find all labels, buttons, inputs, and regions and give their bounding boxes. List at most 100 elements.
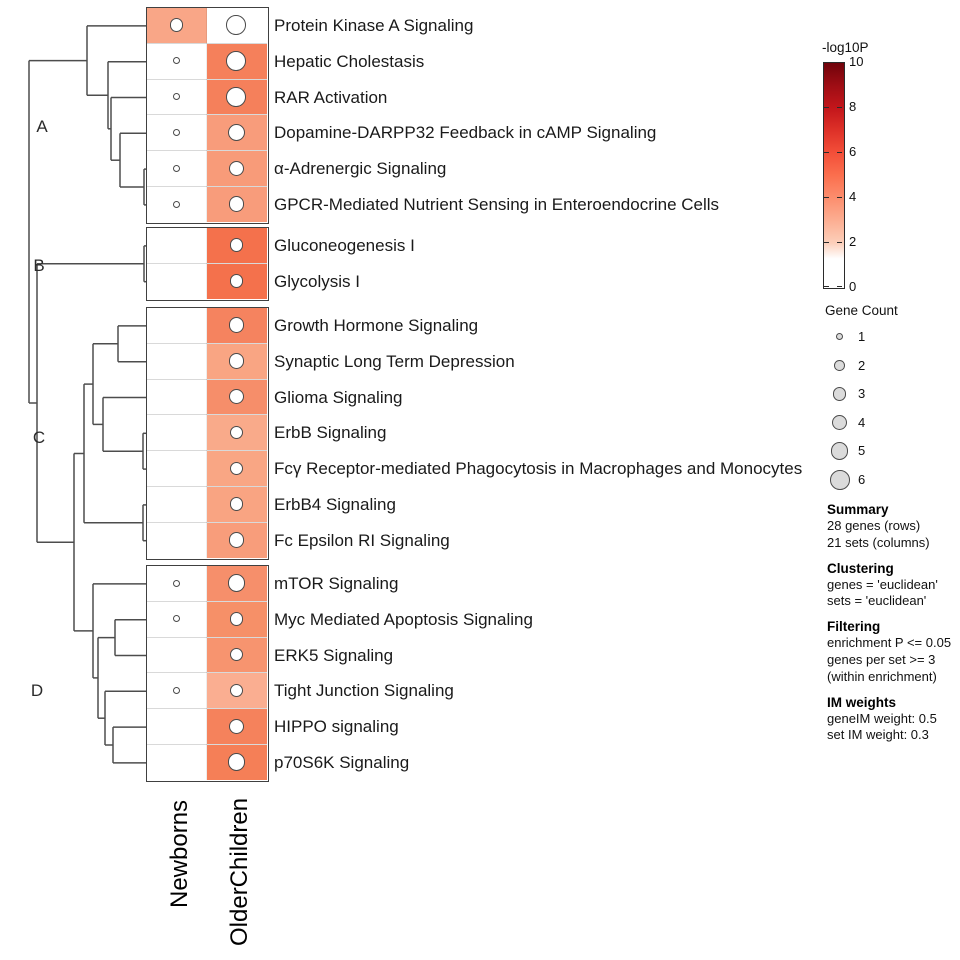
colorbar-tick xyxy=(837,107,842,108)
row-label: Hepatic Cholestasis xyxy=(274,51,425,71)
colorbar-tick-label: 6 xyxy=(849,144,857,159)
colorbar-tick xyxy=(824,62,829,63)
row-separator xyxy=(146,636,267,638)
gene-count-dot xyxy=(172,579,180,587)
row-separator xyxy=(146,521,267,523)
gene-count-dot xyxy=(226,15,247,35)
row-separator xyxy=(146,42,267,44)
caption-line: 21 sets (columns) xyxy=(827,534,930,550)
gene-count-legend-label: 1 xyxy=(858,329,866,344)
row-separator xyxy=(146,378,267,380)
gene-count-legend-label: 3 xyxy=(858,386,866,402)
colorbar-tick xyxy=(824,152,829,153)
caption-title-clustering: Clustering xyxy=(827,560,894,576)
column-separator xyxy=(206,565,207,781)
gene-count-dot xyxy=(172,164,180,172)
gene-count-dot xyxy=(226,51,247,71)
heatmap-cell-newborns xyxy=(146,450,207,487)
caption-line: (within enrichment) xyxy=(827,668,937,684)
gene-count-legend-label: 5 xyxy=(858,443,866,459)
row-separator xyxy=(146,114,267,116)
gene-count-dot xyxy=(229,648,243,662)
row-label: HIPPO signaling xyxy=(274,717,399,737)
heatmap-block-a xyxy=(145,6,269,225)
gene-count-dot xyxy=(229,238,243,252)
gene-count-legend-dot xyxy=(829,469,850,490)
gene-count-dot xyxy=(228,718,244,734)
row-separator xyxy=(146,186,267,187)
heatmap-cell-newborns xyxy=(146,522,207,559)
cluster-label-c: C xyxy=(33,428,45,447)
heatmap-block-b xyxy=(145,226,269,302)
row-label: Gluconeogenesis I xyxy=(274,236,415,255)
colorbar-tick-label: 2 xyxy=(849,234,857,249)
gene-count-dot xyxy=(229,461,243,475)
row-separator xyxy=(146,78,267,80)
row-label: mTOR Signaling xyxy=(274,574,399,593)
gene-count-dot xyxy=(229,425,243,440)
colorbar-tick xyxy=(824,286,829,287)
column-separator xyxy=(206,227,207,300)
caption-line: geneIM weight: 0.5 xyxy=(827,710,937,726)
colorbar-tick xyxy=(824,107,829,108)
row-label: Dopamine-DARPP32 Feedback in cAMP Signal… xyxy=(274,123,657,143)
row-separator xyxy=(146,744,267,745)
row-separator xyxy=(146,672,267,674)
row-separator xyxy=(146,450,267,452)
gene-count-legend-label: 6 xyxy=(858,472,866,487)
gene-count-dot xyxy=(229,274,243,288)
column-label-newborns: Newborns xyxy=(166,799,193,908)
caption-line: sets = 'euclidean' xyxy=(827,593,927,609)
row-separator xyxy=(146,600,267,602)
gene-count-dot xyxy=(172,57,180,65)
row-separator xyxy=(146,708,267,710)
gene-count-dot xyxy=(172,615,180,623)
caption-line: genes = 'euclidean' xyxy=(827,576,938,592)
gene-count-legend-label: 2 xyxy=(858,357,866,373)
caption-title-summary: Summary xyxy=(827,502,889,517)
colorbar-tick xyxy=(837,242,842,243)
gene-count-dot xyxy=(227,574,245,592)
row-label: Tight Junction Signaling xyxy=(274,681,454,701)
gene-count-dot xyxy=(229,683,243,698)
column-separator xyxy=(206,7,207,223)
gene-count-legend-dot xyxy=(831,442,849,460)
gene-count-dot xyxy=(169,18,183,32)
gene-count-legend-label: 4 xyxy=(858,414,866,430)
row-label: ErbB Signaling xyxy=(274,423,387,443)
row-separator xyxy=(146,150,267,152)
row-label: Glioma Signaling xyxy=(274,387,403,407)
caption-line: enrichment P <= 0.05 xyxy=(827,635,952,651)
colorbar-tick xyxy=(837,286,842,287)
row-label: ERK5 Signaling xyxy=(274,645,394,665)
gene-count-dot xyxy=(229,612,243,626)
cluster-label-d: D xyxy=(31,681,43,700)
row-label: RAR Activation xyxy=(274,87,388,107)
gene-count-dot xyxy=(172,687,180,694)
colorbar xyxy=(823,62,845,289)
gene-count-legend-title: Gene Count xyxy=(825,303,898,318)
colorbar-tick xyxy=(837,152,842,153)
heatmap-cell-newborns xyxy=(146,486,207,523)
gene-count-dot xyxy=(228,196,244,212)
gene-count-dot xyxy=(228,353,244,369)
caption-title-im-weights: IM weights xyxy=(827,694,897,710)
row-label: Fc Epsilon RI Signaling xyxy=(274,530,450,550)
row-separator xyxy=(146,342,267,344)
row-label: α-Adrenergic Signaling xyxy=(274,159,447,179)
colorbar-tick-label: 0 xyxy=(849,279,857,294)
heatmap-block-d xyxy=(145,564,269,783)
row-label: ErbB4 Signaling xyxy=(274,495,396,514)
caption-line: 28 genes (rows) xyxy=(827,518,921,533)
row-label: Synaptic Long Term Depression xyxy=(274,351,515,371)
heatmap-cell-newborns xyxy=(146,744,207,781)
gene-count-legend-dot xyxy=(832,414,848,431)
row-label: Fcγ Receptor-mediated Phagocytosis in Ma… xyxy=(274,459,803,479)
row-label: GPCR-Mediated Nutrient Sensing in Entero… xyxy=(274,195,720,214)
